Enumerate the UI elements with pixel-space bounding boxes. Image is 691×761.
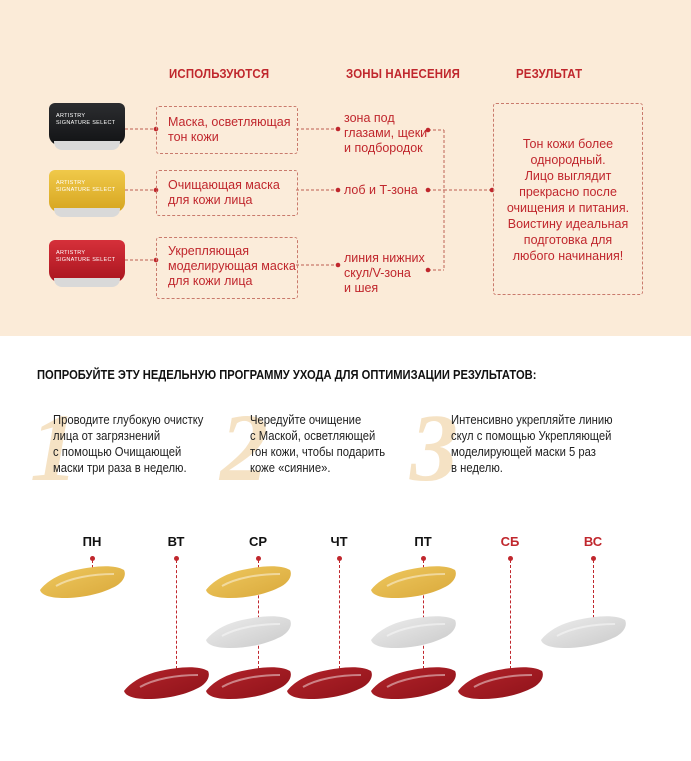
day-guide-line [92, 560, 93, 568]
day-label-4: ПТ [414, 534, 432, 549]
day-label-6: ВС [583, 534, 603, 549]
header-used: ИСПОЛЬЗУЮТСЯ [169, 66, 270, 81]
program-title: ПОПРОБУЙТЕ ЭТУ НЕДЕЛЬНУЮ ПРОГРАММУ УХОДА… [37, 367, 537, 382]
mask-swatch-white [371, 616, 456, 648]
day-guide-line [176, 560, 177, 669]
day-guide-line [258, 560, 259, 669]
step-number-1: 1 [30, 394, 78, 501]
day-label-2: СР [248, 534, 268, 549]
day-marker-dot [89, 556, 95, 561]
header-zones: ЗОНЫ НАНЕСЕНИЯ [346, 66, 461, 81]
step-number-3: 3 [410, 394, 458, 501]
day-label-3: ЧТ [330, 534, 348, 549]
mask-swatch-white [206, 616, 291, 648]
mask-swatch-red [287, 667, 372, 699]
mask-swatch-white [541, 616, 626, 648]
day-guide-line [423, 560, 424, 669]
day-label-0: ПН [82, 534, 102, 549]
day-marker-dot [507, 556, 513, 561]
zone-purifying: лоб и Т-зона [344, 183, 418, 197]
step-number-2: 2 [220, 394, 268, 501]
day-label-1: ВТ [167, 534, 185, 549]
day-label-5: СБ [500, 534, 520, 549]
mask-swatch-red [371, 667, 456, 699]
mask-swatch-red [206, 667, 291, 699]
day-marker-dot [336, 556, 342, 561]
mask-swatch-yellow [40, 566, 125, 598]
day-guide-line [510, 560, 511, 669]
day-marker-dot [255, 556, 261, 561]
day-marker-dot [590, 556, 596, 561]
mask-swatch-yellow [206, 566, 291, 598]
connector-lines [125, 126, 495, 273]
day-marker-dot [173, 556, 179, 561]
mask-swatch-yellow [371, 566, 456, 598]
day-guide-line [593, 560, 594, 618]
mask-swatch-red [458, 667, 543, 699]
day-marker-dot [420, 556, 426, 561]
day-guide-line [339, 560, 340, 669]
mask-swatch-red [124, 667, 209, 699]
header-result: РЕЗУЛЬТАТ [516, 66, 583, 81]
